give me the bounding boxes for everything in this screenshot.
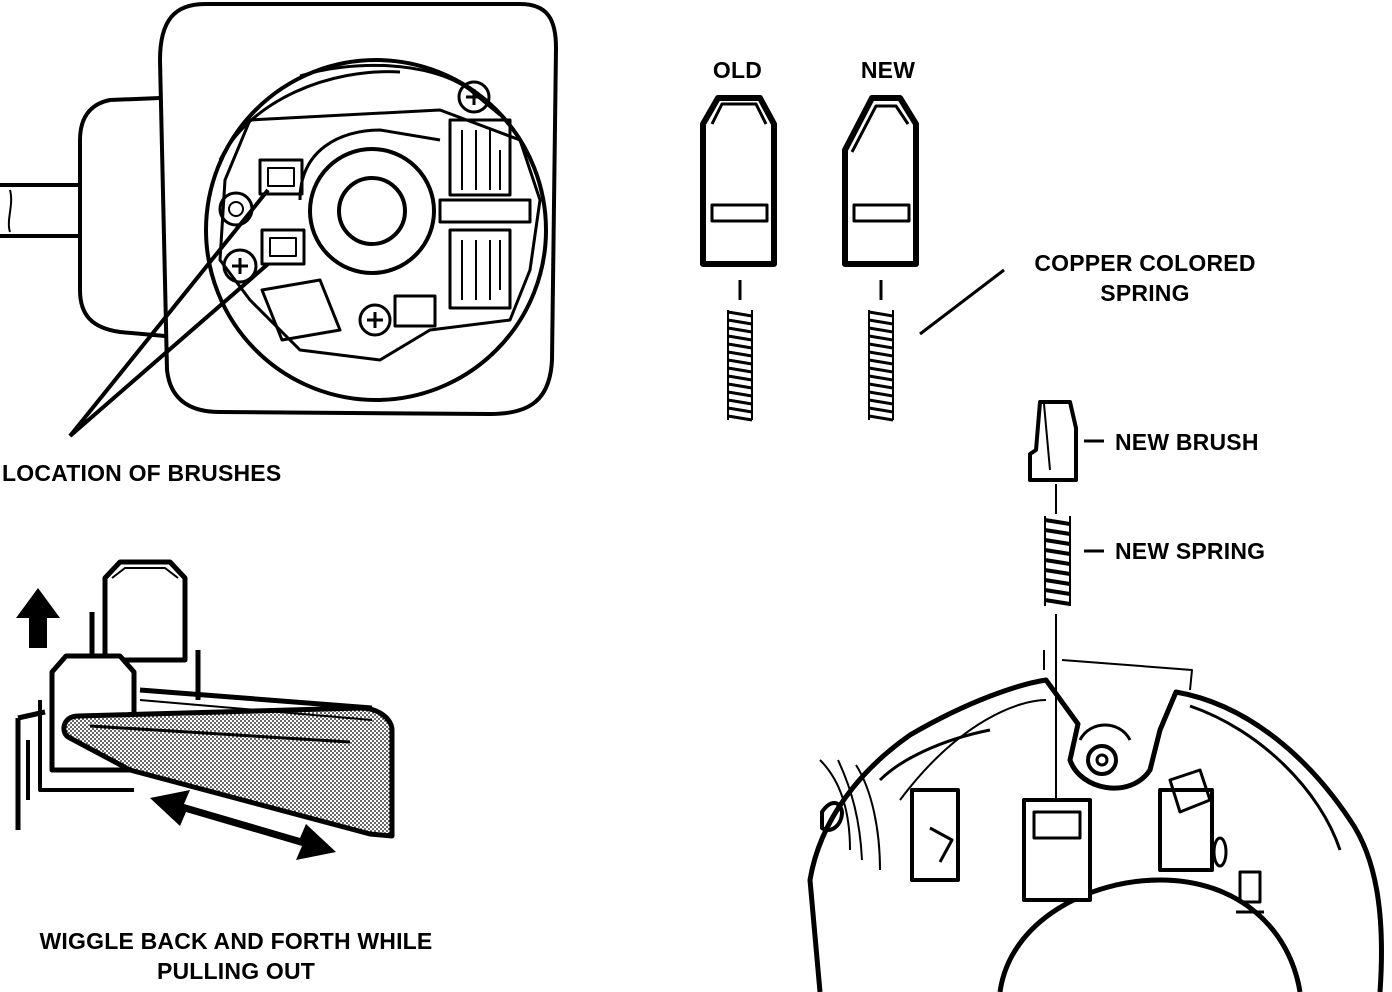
old-brush-illustration: [700, 95, 777, 422]
brush-removal-illustration: [15, 559, 395, 860]
label-copper-colored-spring: COPPER COLORED SPRING: [1010, 248, 1280, 308]
up-arrow-icon: [16, 588, 60, 648]
double-arrow-icon: [150, 790, 336, 860]
new-brush-illustration: [842, 95, 1005, 422]
label-new-spring: NEW SPRING: [1115, 538, 1266, 564]
label-wiggle-instructions: WIGGLE BACK AND FORTH WHILE PULLING OUT: [2, 926, 470, 986]
label-new-brush: NEW BRUSH: [1115, 429, 1259, 455]
motor-housing-illustration: [0, 2, 558, 438]
label-wiggle-line2: PULLING OUT: [156, 958, 316, 984]
label-copper-line2: SPRING: [1100, 280, 1190, 306]
label-old: OLD: [712, 57, 763, 83]
installation-illustration: [807, 400, 1384, 992]
label-wiggle-line1: WIGGLE BACK AND FORTH WHILE: [39, 928, 433, 954]
label-copper-line1: COPPER COLORED: [1034, 250, 1256, 276]
label-new: NEW: [860, 57, 916, 83]
label-location-of-brushes: LOCATION OF BRUSHES: [2, 460, 282, 486]
